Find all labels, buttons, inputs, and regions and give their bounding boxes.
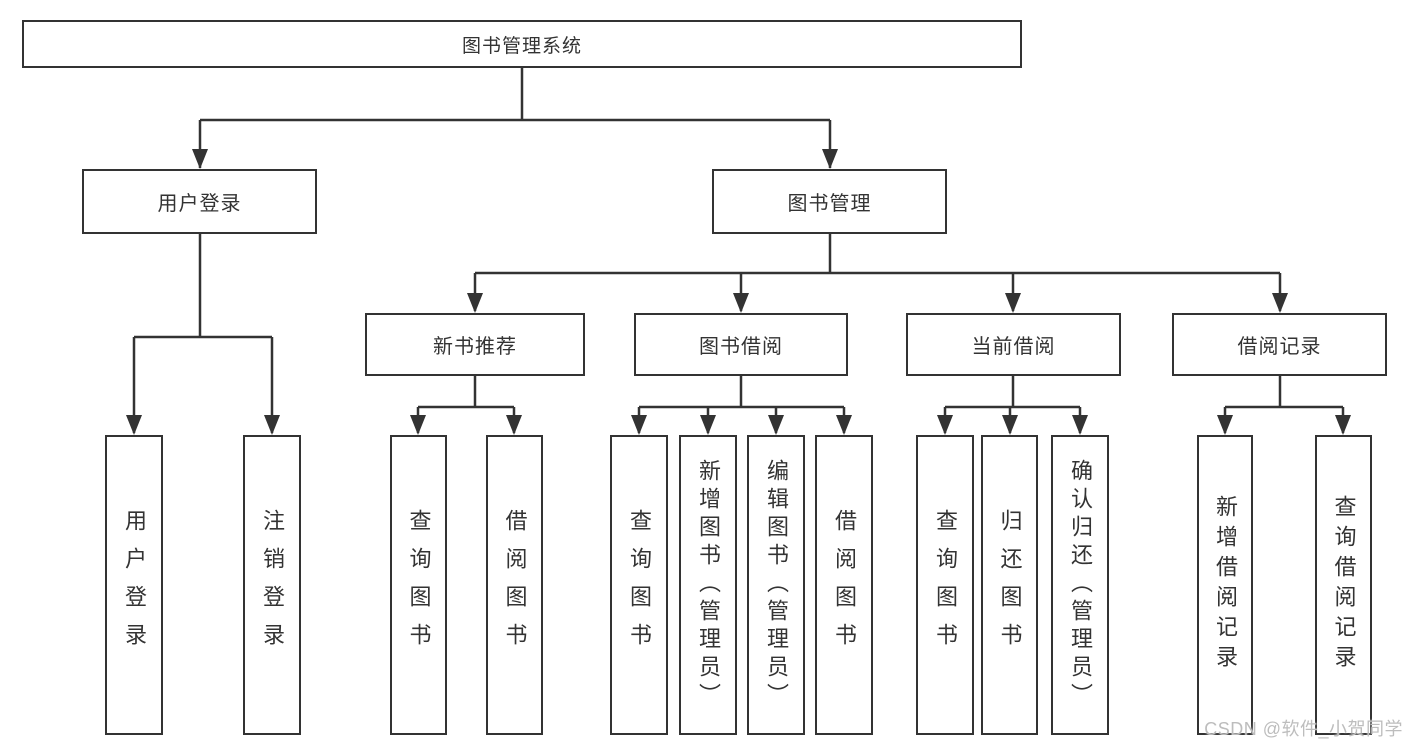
arrow-down-icon xyxy=(192,149,208,169)
leaf-return-book: 归还图书 xyxy=(981,435,1038,735)
leaf-add-borrow-record: 新增借阅记录 xyxy=(1197,435,1253,735)
leaf-borrow-books-borrowing: 借阅图书 xyxy=(815,435,873,735)
arrow-down-icon xyxy=(126,415,142,435)
arrow-down-icon xyxy=(700,415,716,435)
arrow-down-icon xyxy=(1072,415,1088,435)
connector-lines xyxy=(132,68,1345,433)
arrow-down-icon xyxy=(836,415,852,435)
leaf-borrow-books-recommendation: 借阅图书 xyxy=(486,435,543,735)
arrow-down-icon xyxy=(1005,293,1021,313)
leaf-query-borrow-record: 查询借阅记录 xyxy=(1315,435,1372,735)
node-borrowing-records: 借阅记录 xyxy=(1172,313,1387,376)
arrow-down-icon xyxy=(410,415,426,435)
arrow-down-icon xyxy=(937,415,953,435)
node-user-login: 用户登录 xyxy=(82,169,317,234)
arrow-down-icon xyxy=(733,293,749,313)
arrow-down-icon xyxy=(631,415,647,435)
leaf-query-books-recommendation: 查询图书 xyxy=(390,435,447,735)
arrow-down-icon xyxy=(822,149,838,169)
arrow-down-icon xyxy=(467,293,483,313)
node-book-borrowing: 图书借阅 xyxy=(634,313,848,376)
arrow-down-icon xyxy=(1335,415,1351,435)
node-library-management-system: 图书管理系统 xyxy=(22,20,1022,68)
leaf-query-books-current: 查询图书 xyxy=(916,435,974,735)
arrow-down-icon xyxy=(1002,415,1018,435)
arrow-down-icon xyxy=(1217,415,1233,435)
watermark: CSDN @软件_小贺同学 xyxy=(1204,719,1403,739)
leaf-add-book-admin: 新增图书（管理员） xyxy=(679,435,737,735)
node-current-borrowing: 当前借阅 xyxy=(906,313,1121,376)
node-book-management: 图书管理 xyxy=(712,169,947,234)
leaf-edit-book-admin: 编辑图书（管理员） xyxy=(747,435,805,735)
arrow-down-icon xyxy=(264,415,280,435)
leaf-user-login: 用户登录 xyxy=(105,435,163,735)
leaf-confirm-return-admin: 确认归还（管理员） xyxy=(1051,435,1109,735)
leaf-logout: 注销登录 xyxy=(243,435,301,735)
leaf-query-books-borrowing: 查询图书 xyxy=(610,435,668,735)
arrow-down-icon xyxy=(1272,293,1288,313)
arrow-down-icon xyxy=(506,415,522,435)
node-new-book-recommendation: 新书推荐 xyxy=(365,313,585,376)
arrow-down-icon xyxy=(768,415,784,435)
